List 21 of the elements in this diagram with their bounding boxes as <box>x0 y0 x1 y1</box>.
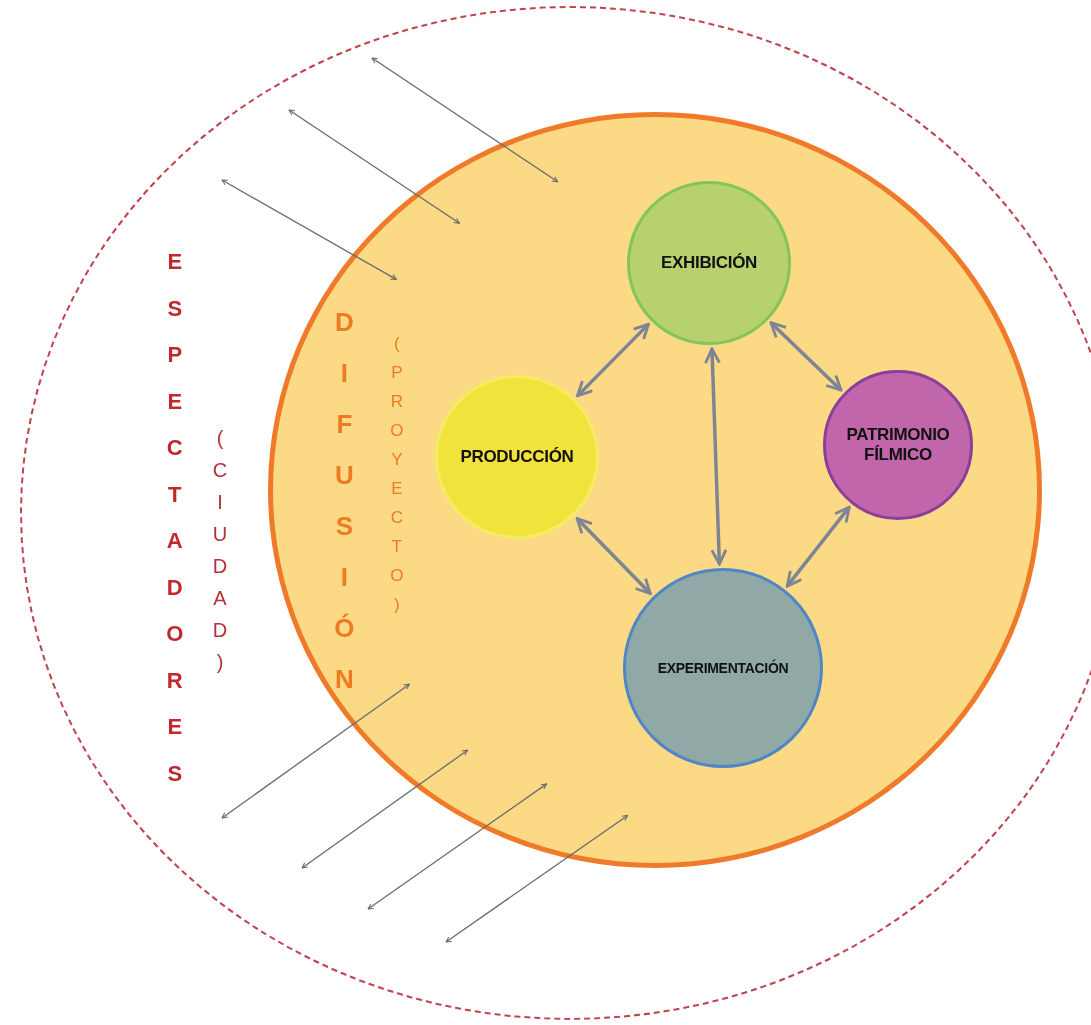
double-arrow <box>221 683 410 819</box>
double-arrow <box>288 109 461 224</box>
dashed-circle <box>20 6 1091 1020</box>
double-arrow <box>301 749 469 869</box>
double-arrow <box>704 347 728 566</box>
vertical-label: (CIUDAD) <box>212 426 228 675</box>
double-arrow <box>769 321 843 392</box>
node-label: EXPERIMENTACIÓN <box>657 659 789 677</box>
double-arrow <box>785 505 851 588</box>
node-label: PATRIMONIO FÍLMICO <box>845 424 951 466</box>
vertical-label: DIFUSIÓN <box>334 306 355 696</box>
double-arrow <box>371 57 559 183</box>
double-arrow <box>575 517 652 595</box>
node-label: EXHIBICIÓN <box>660 252 758 274</box>
double-arrow <box>221 179 397 281</box>
double-arrow <box>445 814 629 943</box>
vertical-label: ESPECTADORES <box>166 248 184 788</box>
node-label: PRODUCCIÓN <box>460 446 574 468</box>
double-arrow <box>367 783 548 910</box>
double-arrow <box>576 322 650 398</box>
vertical-label: (PROYECTO) <box>390 333 404 616</box>
